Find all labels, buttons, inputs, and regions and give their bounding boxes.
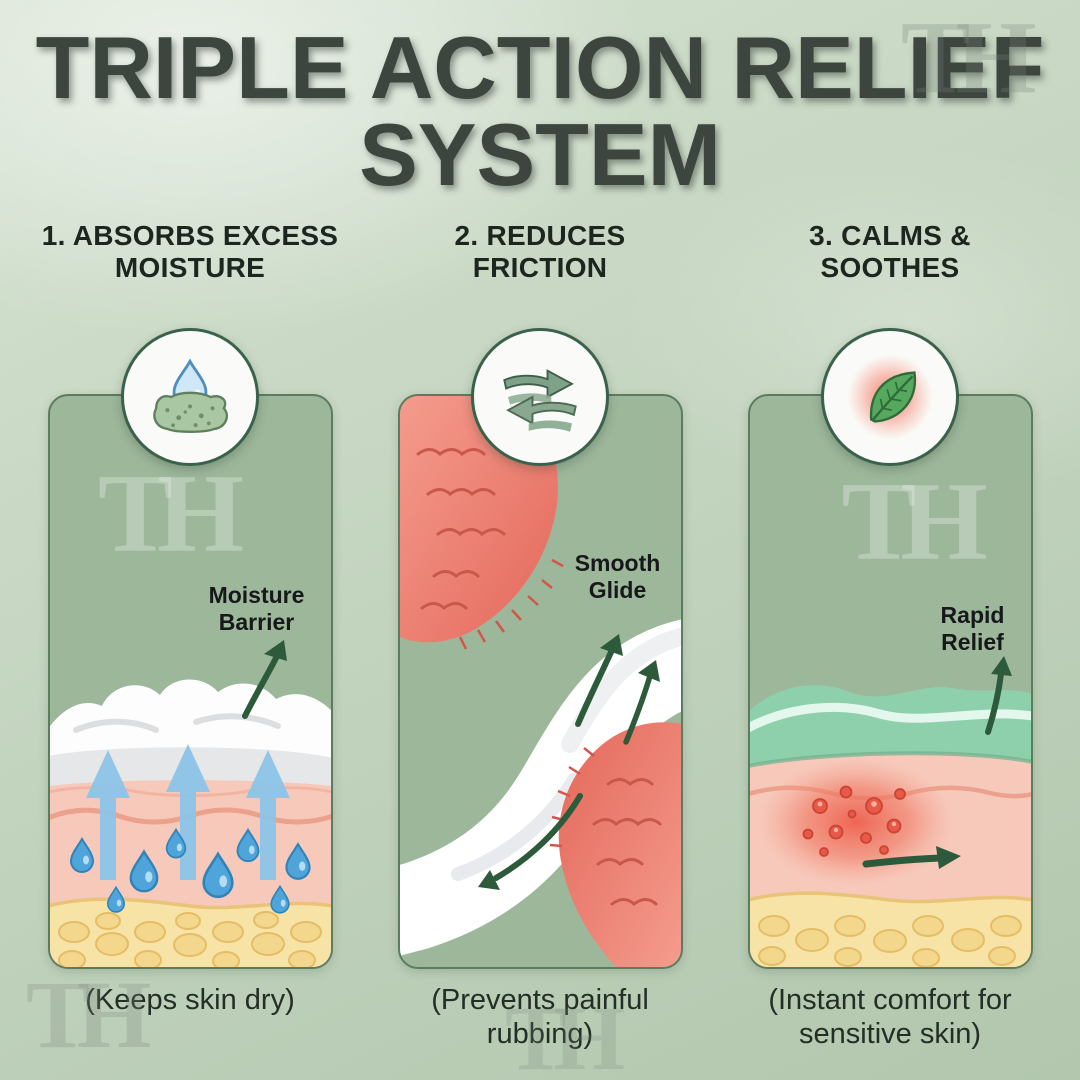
fat-layer [749,891,1031,968]
step-reduces-friction: 2. REDUCES FRICTION [370,220,710,1051]
step-2-panel-area: Smooth Glide [397,328,683,970]
glide-arrows [477,634,660,891]
moisture-panel: Moisture Barrier [47,394,333,970]
smooth-glide-label: Smooth Glide [574,550,661,603]
moisture-barrier-label: Moisture Barrier [208,582,305,635]
page-title: TRIPLE ACTION RELIEF SYSTEM [16,24,1064,199]
step-1-heading-line1: 1. ABSORBS EXCESS [41,220,339,252]
soothing-illustration [749,656,1031,968]
step-2-heading: 2. REDUCES FRICTION [454,220,625,300]
friction-arrows-icon [471,328,609,467]
leaf-icon-graphic [846,353,934,441]
sponge-droplet-icon-graphic [153,358,228,434]
water-droplets [69,828,311,914]
moisture-illustration [49,640,331,968]
friction-illustration [399,396,681,968]
step-2-heading-line2: FRICTION [472,251,608,283]
step-1-heading-line2: MOISTURE [114,251,266,283]
friction-arrows-icon-graphic [503,369,577,432]
page-title-line1: TRIPLE ACTION RELIEF [35,18,1045,117]
relief-arrows [862,656,1012,870]
step-absorbs-moisture: 1. ABSORBS EXCESS MOISTURE [20,220,360,1051]
irritation-patch [757,758,954,887]
absorption-arrows [85,744,290,881]
step-1-caption: (Keeps skin dry) [85,984,295,1017]
step-2-heading-line1: 2. REDUCES [454,220,626,252]
step-3-caption: (Instant comfort for sensitive skin) [768,984,1012,1051]
label-pointer-arrow [241,640,287,720]
step-calms-soothes: 3. CALMS & SOOTHES [720,220,1060,1051]
rough-skin-bottom [549,722,681,968]
steps-row: 1. ABSORBS EXCESS MOISTURE [0,198,1080,1051]
step-3-panel-area: Rapid Relief [747,328,1033,970]
step-1-heading: 1. ABSORBS EXCESS MOISTURE [42,220,339,300]
soothing-layer [749,685,1031,768]
friction-panel: Smooth Glide [397,394,683,970]
soothing-panel: Rapid Relief [747,394,1033,970]
fat-layer [49,897,331,968]
step-3-heading: 3. CALMS & SOOTHES [809,220,971,300]
leaf-icon [821,328,959,467]
step-2-caption: (Prevents painful rubbing) [431,984,649,1051]
step-1-panel-area: Moisture Barrier [47,328,333,970]
page-title-line2: SYSTEM [359,105,721,205]
step-3-heading-line2: SOOTHES [820,251,960,283]
sponge-droplet-icon [121,328,259,467]
step-3-heading-line1: 3. CALMS & [809,220,971,252]
rapid-relief-label: Rapid Relief [940,602,1005,655]
